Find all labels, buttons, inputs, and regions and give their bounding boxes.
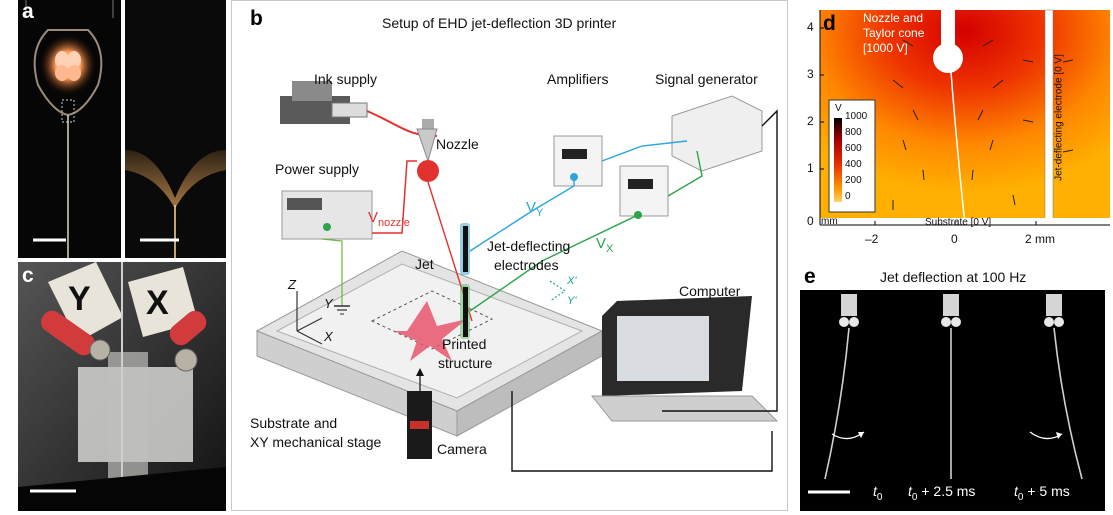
jet-label: Jet xyxy=(415,256,434,272)
y-axis-label: Y xyxy=(324,296,333,311)
x-tick-0: 0 xyxy=(951,232,958,246)
ink-supply-label: Ink supply xyxy=(314,71,378,87)
y-tick-2: 2 xyxy=(807,114,814,128)
x-prime-label: X' xyxy=(567,275,577,287)
power-supply-label: Power supply xyxy=(275,161,360,177)
t2-rest: + 5 ms xyxy=(1023,483,1070,499)
t2-sub: 0 xyxy=(1017,491,1024,503)
v-nozzle-main: V xyxy=(368,209,379,226)
x-axis-label: X xyxy=(324,329,333,344)
vy-sub: Y xyxy=(536,207,544,219)
tag-y: Y xyxy=(68,280,91,318)
vy-label: VY xyxy=(526,199,543,219)
substrate-label-1: Substrate and xyxy=(250,415,338,431)
panel-c-label: c xyxy=(22,264,34,287)
time-label-0: t0 xyxy=(873,483,882,503)
colorbar-tick-800: 800 xyxy=(845,127,862,138)
t0-sub: 0 xyxy=(876,491,883,503)
y-tick-1: 1 xyxy=(807,161,814,175)
y-prime-label: Y' xyxy=(567,295,577,307)
nozzle-photo-illustration xyxy=(25,0,114,258)
panel-e-jet-frames: e Jet deflection at 100 Hz t0 t0 + 2.5 m… xyxy=(800,264,1105,511)
camera-label: Camera xyxy=(437,441,487,457)
y-tick-0: 0 xyxy=(807,214,814,228)
panel-a-photo-right xyxy=(125,0,226,258)
x-tick-2: 2 mm xyxy=(1025,232,1055,246)
time-label-1: t0 + 2.5 ms xyxy=(908,483,975,503)
panel-e-label: e xyxy=(804,265,816,288)
electrode-holder-illustration: Y X xyxy=(18,262,226,511)
substrate-d-label: Substrate [0 V] xyxy=(925,217,992,228)
tag-x: X xyxy=(146,284,169,322)
vx-main: V xyxy=(596,235,607,252)
panel-a-photo-left: a xyxy=(18,0,121,258)
printed-structure-label-1: Printed xyxy=(442,336,487,352)
jet-electrodes-label-2: electrodes xyxy=(494,257,559,273)
t2-main: t xyxy=(1014,483,1018,499)
panel-b-label: b xyxy=(250,7,263,30)
x-tick-neg2: –2 xyxy=(865,232,879,246)
t1-rest: + 2.5 ms xyxy=(917,483,976,499)
colorbar-unit: V xyxy=(835,103,842,114)
z-axis-label: Z xyxy=(288,277,296,292)
field-arrows xyxy=(892,39,1074,210)
panel-b-schematic: b Setup of EHD jet-deflection 3D printer… xyxy=(231,0,788,511)
nozzle-taylor-label-2: Taylor cone xyxy=(863,26,925,40)
nozzle-taylor-label-3: [1000 V] xyxy=(863,41,908,55)
y-unit: mm xyxy=(821,216,838,227)
y-tick-3: 3 xyxy=(807,67,814,81)
nozzle-taylor-label-1: Nozzle and xyxy=(863,11,924,25)
colorbar-tick-200: 200 xyxy=(845,175,862,186)
jet-deflection-frames xyxy=(800,264,1105,511)
printed-structure-label-2: structure xyxy=(438,355,493,371)
v-nozzle-label: Vnozzle xyxy=(368,209,410,229)
y-tick-4: 4 xyxy=(807,20,814,34)
printer-setup-schematic xyxy=(255,81,779,472)
t1-main: t xyxy=(908,483,912,499)
t0-main: t xyxy=(873,483,877,499)
nozzle-label: Nozzle xyxy=(436,136,479,152)
colorbar-tick-600: 600 xyxy=(845,143,862,154)
panel-b-title: Setup of EHD jet-deflection 3D printer xyxy=(382,15,617,31)
taylor-cone-illustration xyxy=(125,150,226,258)
v-nozzle-sub: nozzle xyxy=(378,217,410,229)
t1-sub: 0 xyxy=(911,491,918,503)
colorbar-tick-0: 0 xyxy=(845,191,851,202)
signal-generator-label: Signal generator xyxy=(655,71,758,87)
colorbar-tick-1000: 1000 xyxy=(845,111,868,122)
panel-c-photo: Y X c xyxy=(18,262,226,511)
substrate-label-2: XY mechanical stage xyxy=(250,434,382,450)
panel-a-label: a xyxy=(22,0,34,23)
vx-sub: X xyxy=(606,243,614,255)
vy-main: V xyxy=(526,199,537,216)
colorbar-tick-400: 400 xyxy=(845,159,862,170)
panel-d-field-plot: d Nozzle and Taylor cone [1000 V] Jet-de… xyxy=(793,0,1113,258)
computer-label: Computer xyxy=(679,283,741,299)
potential-field-plot xyxy=(819,9,1110,226)
amplifiers-label: Amplifiers xyxy=(547,71,609,87)
jet-electrodes-label-1: Jet-deflecting xyxy=(487,238,571,254)
electrode-label: Jet-deflecting electrode [0 V] xyxy=(1053,54,1065,181)
vx-label: VX xyxy=(596,235,613,255)
panel-e-title: Jet deflection at 100 Hz xyxy=(880,269,1027,285)
time-label-2: t0 + 5 ms xyxy=(1014,483,1070,503)
panel-d-label: d xyxy=(823,12,836,35)
